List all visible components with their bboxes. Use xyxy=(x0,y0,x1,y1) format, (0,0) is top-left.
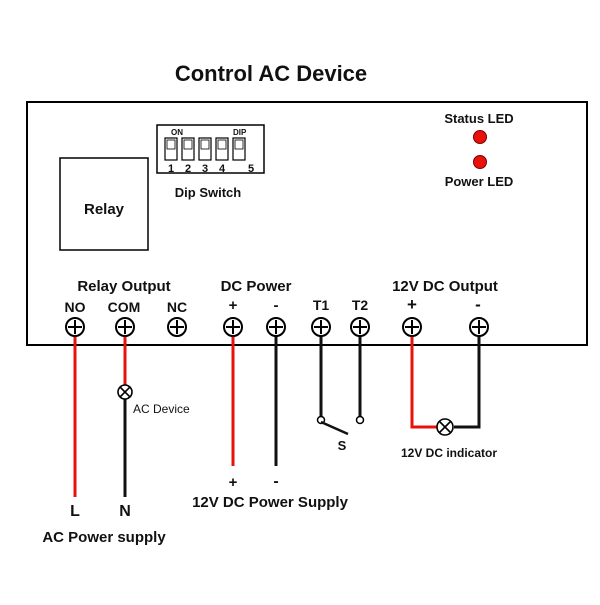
ac-power-supply-label: AC Power supply xyxy=(42,529,166,546)
dc-indicator-lamp xyxy=(436,418,454,436)
controller-board xyxy=(26,101,588,346)
dc-indicator-label: 12V DC indicator xyxy=(401,446,497,460)
dip-number-2: 2 xyxy=(185,163,191,175)
terminal-label-nc: NC xyxy=(167,299,187,315)
ac-device-label: AC Device xyxy=(133,402,190,416)
status-led xyxy=(473,130,487,144)
terminal-com[interactable] xyxy=(115,317,135,337)
dip-number-1: 1 xyxy=(168,163,174,175)
switch-blade xyxy=(320,420,349,436)
power-led xyxy=(473,155,487,169)
dip-number-5: 5 xyxy=(248,163,254,175)
terminal-label-out-minus: - xyxy=(475,295,481,314)
terminal-dc-minus[interactable] xyxy=(266,317,286,337)
terminal-label-t2: T2 xyxy=(352,297,369,313)
dip-label: DIP xyxy=(233,128,247,137)
dip-lever-5-knob xyxy=(234,139,244,150)
terminal-label-com: COM xyxy=(108,299,141,315)
dc-indicator-lamp-cross-b xyxy=(438,420,452,434)
terminal-label-dc-minus: - xyxy=(274,297,279,314)
dip-lever-1-knob xyxy=(166,139,176,150)
supply-minus-label: - xyxy=(273,473,278,490)
neutral-label: N xyxy=(119,503,131,520)
dip-switch-housing xyxy=(156,124,265,174)
dip-on-label: ON xyxy=(171,128,183,137)
relay-box xyxy=(59,157,149,251)
terminal-nc[interactable] xyxy=(167,317,187,337)
dip-levers xyxy=(164,137,246,161)
ac-device-lamp-cross-b xyxy=(119,386,131,398)
status-led-label: Status LED xyxy=(444,111,513,126)
diagram-title: Control AC Device xyxy=(175,61,367,86)
relay-label: Relay xyxy=(84,201,125,218)
dip-lever-2-knob xyxy=(183,139,193,150)
dc-power-supply-label: 12V DC Power Supply xyxy=(192,494,349,511)
terminal-label-t1: T1 xyxy=(313,297,330,313)
dip-lever-4-knob xyxy=(217,139,227,150)
wire-out-minus xyxy=(454,335,481,429)
power-led-label: Power LED xyxy=(445,174,514,189)
dip-lever-3-knob xyxy=(200,139,210,150)
supply-plus-label: + xyxy=(229,474,238,491)
terminal-label-no: NO xyxy=(65,299,86,315)
terminal-label-out-plus: + xyxy=(407,295,417,314)
dip-switch[interactable]: ON DIP 1 2 3 4 5 xyxy=(156,124,265,175)
terminal-screws xyxy=(65,317,489,337)
terminal-out-minus[interactable] xyxy=(469,317,489,337)
wires xyxy=(73,335,481,497)
line-label: L xyxy=(70,503,80,520)
terminal-t2[interactable] xyxy=(350,317,370,337)
ac-device-lamp xyxy=(117,384,133,400)
dip-number-3: 3 xyxy=(202,163,208,175)
terminal-dc-plus[interactable] xyxy=(223,317,243,337)
switch-label: S xyxy=(338,438,347,453)
terminal-label-dc-plus: + xyxy=(229,297,238,314)
dip-number-4: 4 xyxy=(219,163,226,175)
relay-output-label: Relay Output xyxy=(77,278,170,295)
terminal-out-plus[interactable] xyxy=(402,317,422,337)
dip-switch-caption: Dip Switch xyxy=(175,185,242,200)
dc-output-label: 12V DC Output xyxy=(392,278,498,295)
wire-out-plus xyxy=(410,335,437,429)
terminal-no[interactable] xyxy=(65,317,85,337)
switch-contact-t2 xyxy=(355,415,365,425)
external-switch xyxy=(316,415,365,436)
terminal-t1[interactable] xyxy=(311,317,331,337)
dc-power-label: DC Power xyxy=(221,278,292,295)
